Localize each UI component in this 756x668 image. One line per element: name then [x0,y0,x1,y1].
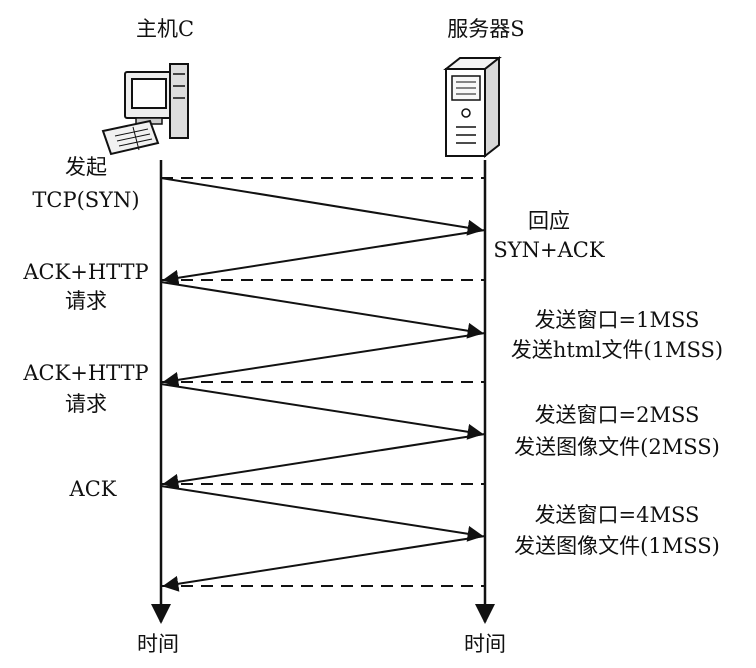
server-event-image-file-2: 发送图像文件(1MSS) [514,534,720,558]
host-event-request-2-line-2: 请求 [65,392,107,416]
server-event-response-line-2: SYN+ACK [493,238,605,262]
desktop-computer-icon [101,63,189,156]
host-header: 主机C [135,17,195,41]
host-time-label: 时间 [137,632,179,656]
image-response-arrow-2 [162,535,486,592]
host-event-request-1-line-1: ACK+HTTP [23,260,149,284]
http-request-arrow-1 [160,281,484,339]
server-event-window-1: 发送窗口=1MSS [534,308,700,332]
syn-arrow [160,177,484,236]
host-event-ack: ACK [69,477,117,501]
server-header: 服务器S [447,17,525,41]
server-event-response-line-1: 回应 [528,209,570,233]
server-event-window-2: 发送窗口=2MSS [534,403,700,427]
host-event-syn-line-2: TCP(SYN) [32,188,140,212]
host-event-request-2-line-1: ACK+HTTP [23,361,149,385]
http-request-arrow-2 [160,383,484,440]
image-response-arrow-1 [162,433,486,490]
server-event-html-file: 发送html文件(1MSS) [510,338,724,362]
host-event-request-1-line-2: 请求 [65,289,107,313]
ack-arrow [160,485,484,542]
server-tower-icon [443,55,502,159]
server-time-label: 时间 [464,632,506,656]
html-response-arrow [162,332,486,388]
host-event-syn-line-1: 发起 [65,155,107,179]
syn-ack-arrow [162,229,486,286]
server-event-window-4: 发送窗口=4MSS [534,503,700,527]
server-event-image-file-1: 发送图像文件(2MSS) [514,435,720,459]
